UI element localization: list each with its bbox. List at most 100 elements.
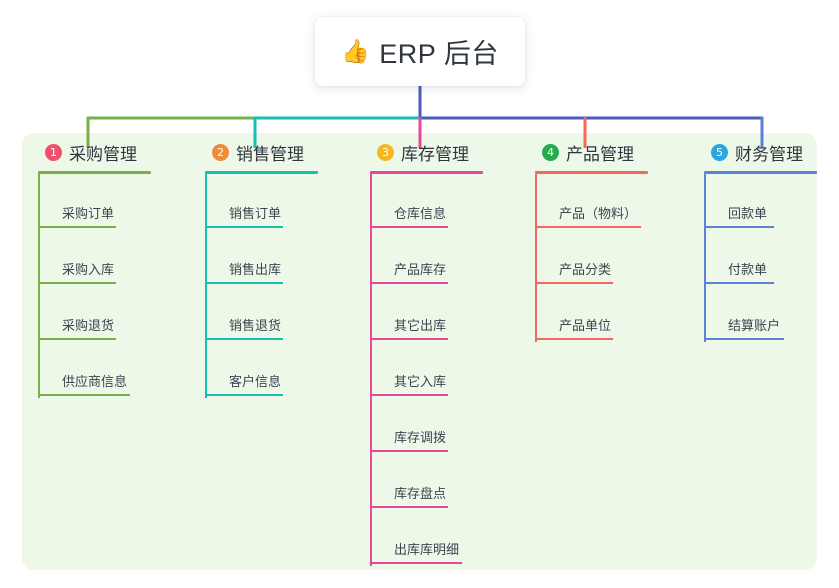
list-item[interactable]: 客户信息 xyxy=(205,342,351,398)
list-item-label: 库存盘点 xyxy=(394,486,447,501)
list-item-label: 付款单 xyxy=(728,262,768,277)
branch-header[interactable]: 3 库存管理 xyxy=(366,133,516,171)
list-item[interactable]: 产品（物料） xyxy=(535,174,691,230)
list-item[interactable]: 销售出库 xyxy=(205,230,351,286)
list-item-rule xyxy=(704,226,774,228)
branch-number-badge: 1 xyxy=(45,143,62,161)
branch-items: 产品（物料） 产品分类 产品单位 xyxy=(535,174,691,342)
branch-column-procurement: 1 采购管理 采购订单 采购入库 采购退货 供应商信息 xyxy=(34,133,184,398)
branch-title: 采购管理 xyxy=(69,144,137,164)
list-item-rule xyxy=(370,506,448,508)
list-item-rule xyxy=(38,282,116,284)
list-item[interactable]: 产品库存 xyxy=(370,230,516,286)
branch-items: 仓库信息 产品库存 其它出库 其它入库 库存调拨 库存盘点 xyxy=(370,174,516,566)
root-node-label: ERP 后台 xyxy=(379,39,499,69)
list-item[interactable]: 仓库信息 xyxy=(370,174,516,230)
list-item-label: 采购入库 xyxy=(62,262,115,277)
branch-number-badge: 4 xyxy=(542,143,559,161)
list-item-label: 库存调拨 xyxy=(394,430,447,445)
list-item-rule xyxy=(370,282,448,284)
branch-spine xyxy=(38,174,40,398)
list-item-rule xyxy=(205,394,283,396)
list-item-label: 其它入库 xyxy=(394,374,447,389)
list-item-rule xyxy=(38,338,116,340)
list-item[interactable]: 回款单 xyxy=(704,174,839,230)
list-item[interactable]: 库存调拨 xyxy=(370,398,516,454)
branch-title: 库存管理 xyxy=(401,144,469,164)
branch-spine xyxy=(205,174,207,398)
list-item-label: 仓库信息 xyxy=(394,206,447,221)
list-item-label: 出库库明细 xyxy=(394,542,460,557)
list-item-rule xyxy=(205,338,283,340)
branch-spine xyxy=(370,174,372,566)
list-item-rule xyxy=(205,226,283,228)
branch-items: 采购订单 采购入库 采购退货 供应商信息 xyxy=(38,174,184,398)
list-item[interactable]: 销售订单 xyxy=(205,174,351,230)
root-node-card[interactable]: 👍 ERP 后台 xyxy=(315,17,525,86)
list-item-label: 产品单位 xyxy=(559,318,612,333)
list-item-rule xyxy=(38,394,130,396)
list-item-rule xyxy=(704,338,784,340)
list-item-rule xyxy=(205,282,283,284)
list-item[interactable]: 供应商信息 xyxy=(38,342,184,398)
branch-items: 销售订单 销售出库 销售退货 客户信息 xyxy=(205,174,351,398)
branch-header[interactable]: 2 销售管理 xyxy=(201,133,351,171)
branch-number-badge: 3 xyxy=(377,143,394,161)
list-item[interactable]: 产品单位 xyxy=(535,286,691,342)
branch-header[interactable]: 5 财务管理 xyxy=(700,133,839,171)
branch-header-rule xyxy=(370,171,483,174)
branch-items: 回款单 付款单 结算账户 xyxy=(704,174,839,342)
list-item-rule xyxy=(370,338,448,340)
list-item-label: 销售退货 xyxy=(229,318,282,333)
branch-title: 销售管理 xyxy=(236,144,304,164)
list-item-label: 采购退货 xyxy=(62,318,115,333)
list-item[interactable]: 采购退货 xyxy=(38,286,184,342)
list-item[interactable]: 其它出库 xyxy=(370,286,516,342)
branch-spine xyxy=(704,174,706,342)
branch-title: 产品管理 xyxy=(566,144,634,164)
list-item-label: 产品分类 xyxy=(559,262,612,277)
list-item[interactable]: 销售退货 xyxy=(205,286,351,342)
branch-spine xyxy=(535,174,537,342)
branch-header-rule xyxy=(704,171,817,174)
list-item[interactable]: 产品分类 xyxy=(535,230,691,286)
list-item-label: 采购订单 xyxy=(62,206,115,221)
list-item-rule xyxy=(370,226,448,228)
branch-header[interactable]: 1 采购管理 xyxy=(34,133,184,171)
list-item[interactable]: 库存盘点 xyxy=(370,454,516,510)
branch-title: 财务管理 xyxy=(735,144,803,164)
list-item-rule xyxy=(370,562,462,564)
branch-column-finance: 5 财务管理 回款单 付款单 结算账户 xyxy=(700,133,839,342)
list-item-rule xyxy=(535,282,613,284)
list-item-label: 回款单 xyxy=(728,206,768,221)
list-item-label: 销售订单 xyxy=(229,206,282,221)
branch-header-rule xyxy=(38,171,151,174)
list-item-label: 结算账户 xyxy=(728,318,781,333)
list-item-rule xyxy=(370,450,448,452)
list-item-rule xyxy=(370,394,448,396)
branch-number-badge: 2 xyxy=(212,143,229,161)
list-item-rule xyxy=(535,226,641,228)
list-item-rule xyxy=(704,282,774,284)
list-item-label: 产品（物料） xyxy=(559,206,638,221)
thumbs-up-icon: 👍 xyxy=(341,38,371,64)
branch-header[interactable]: 4 产品管理 xyxy=(531,133,691,171)
list-item-label: 客户信息 xyxy=(229,374,282,389)
list-item-label: 供应商信息 xyxy=(62,374,128,389)
list-item-rule xyxy=(38,226,116,228)
list-item[interactable]: 采购订单 xyxy=(38,174,184,230)
list-item[interactable]: 付款单 xyxy=(704,230,839,286)
branch-header-rule xyxy=(205,171,318,174)
list-item[interactable]: 出库库明细 xyxy=(370,510,516,566)
list-item-rule xyxy=(535,338,613,340)
list-item[interactable]: 结算账户 xyxy=(704,286,839,342)
branch-column-inventory: 3 库存管理 仓库信息 产品库存 其它出库 其它入库 库存调拨 xyxy=(366,133,516,566)
branch-number-badge: 5 xyxy=(711,143,728,161)
root-node-title: 👍 ERP 后台 xyxy=(341,32,499,71)
list-item-label: 销售出库 xyxy=(229,262,282,277)
branch-column-sales: 2 销售管理 销售订单 销售出库 销售退货 客户信息 xyxy=(201,133,351,398)
list-item[interactable]: 采购入库 xyxy=(38,230,184,286)
list-item-label: 其它出库 xyxy=(394,318,447,333)
list-item[interactable]: 其它入库 xyxy=(370,342,516,398)
